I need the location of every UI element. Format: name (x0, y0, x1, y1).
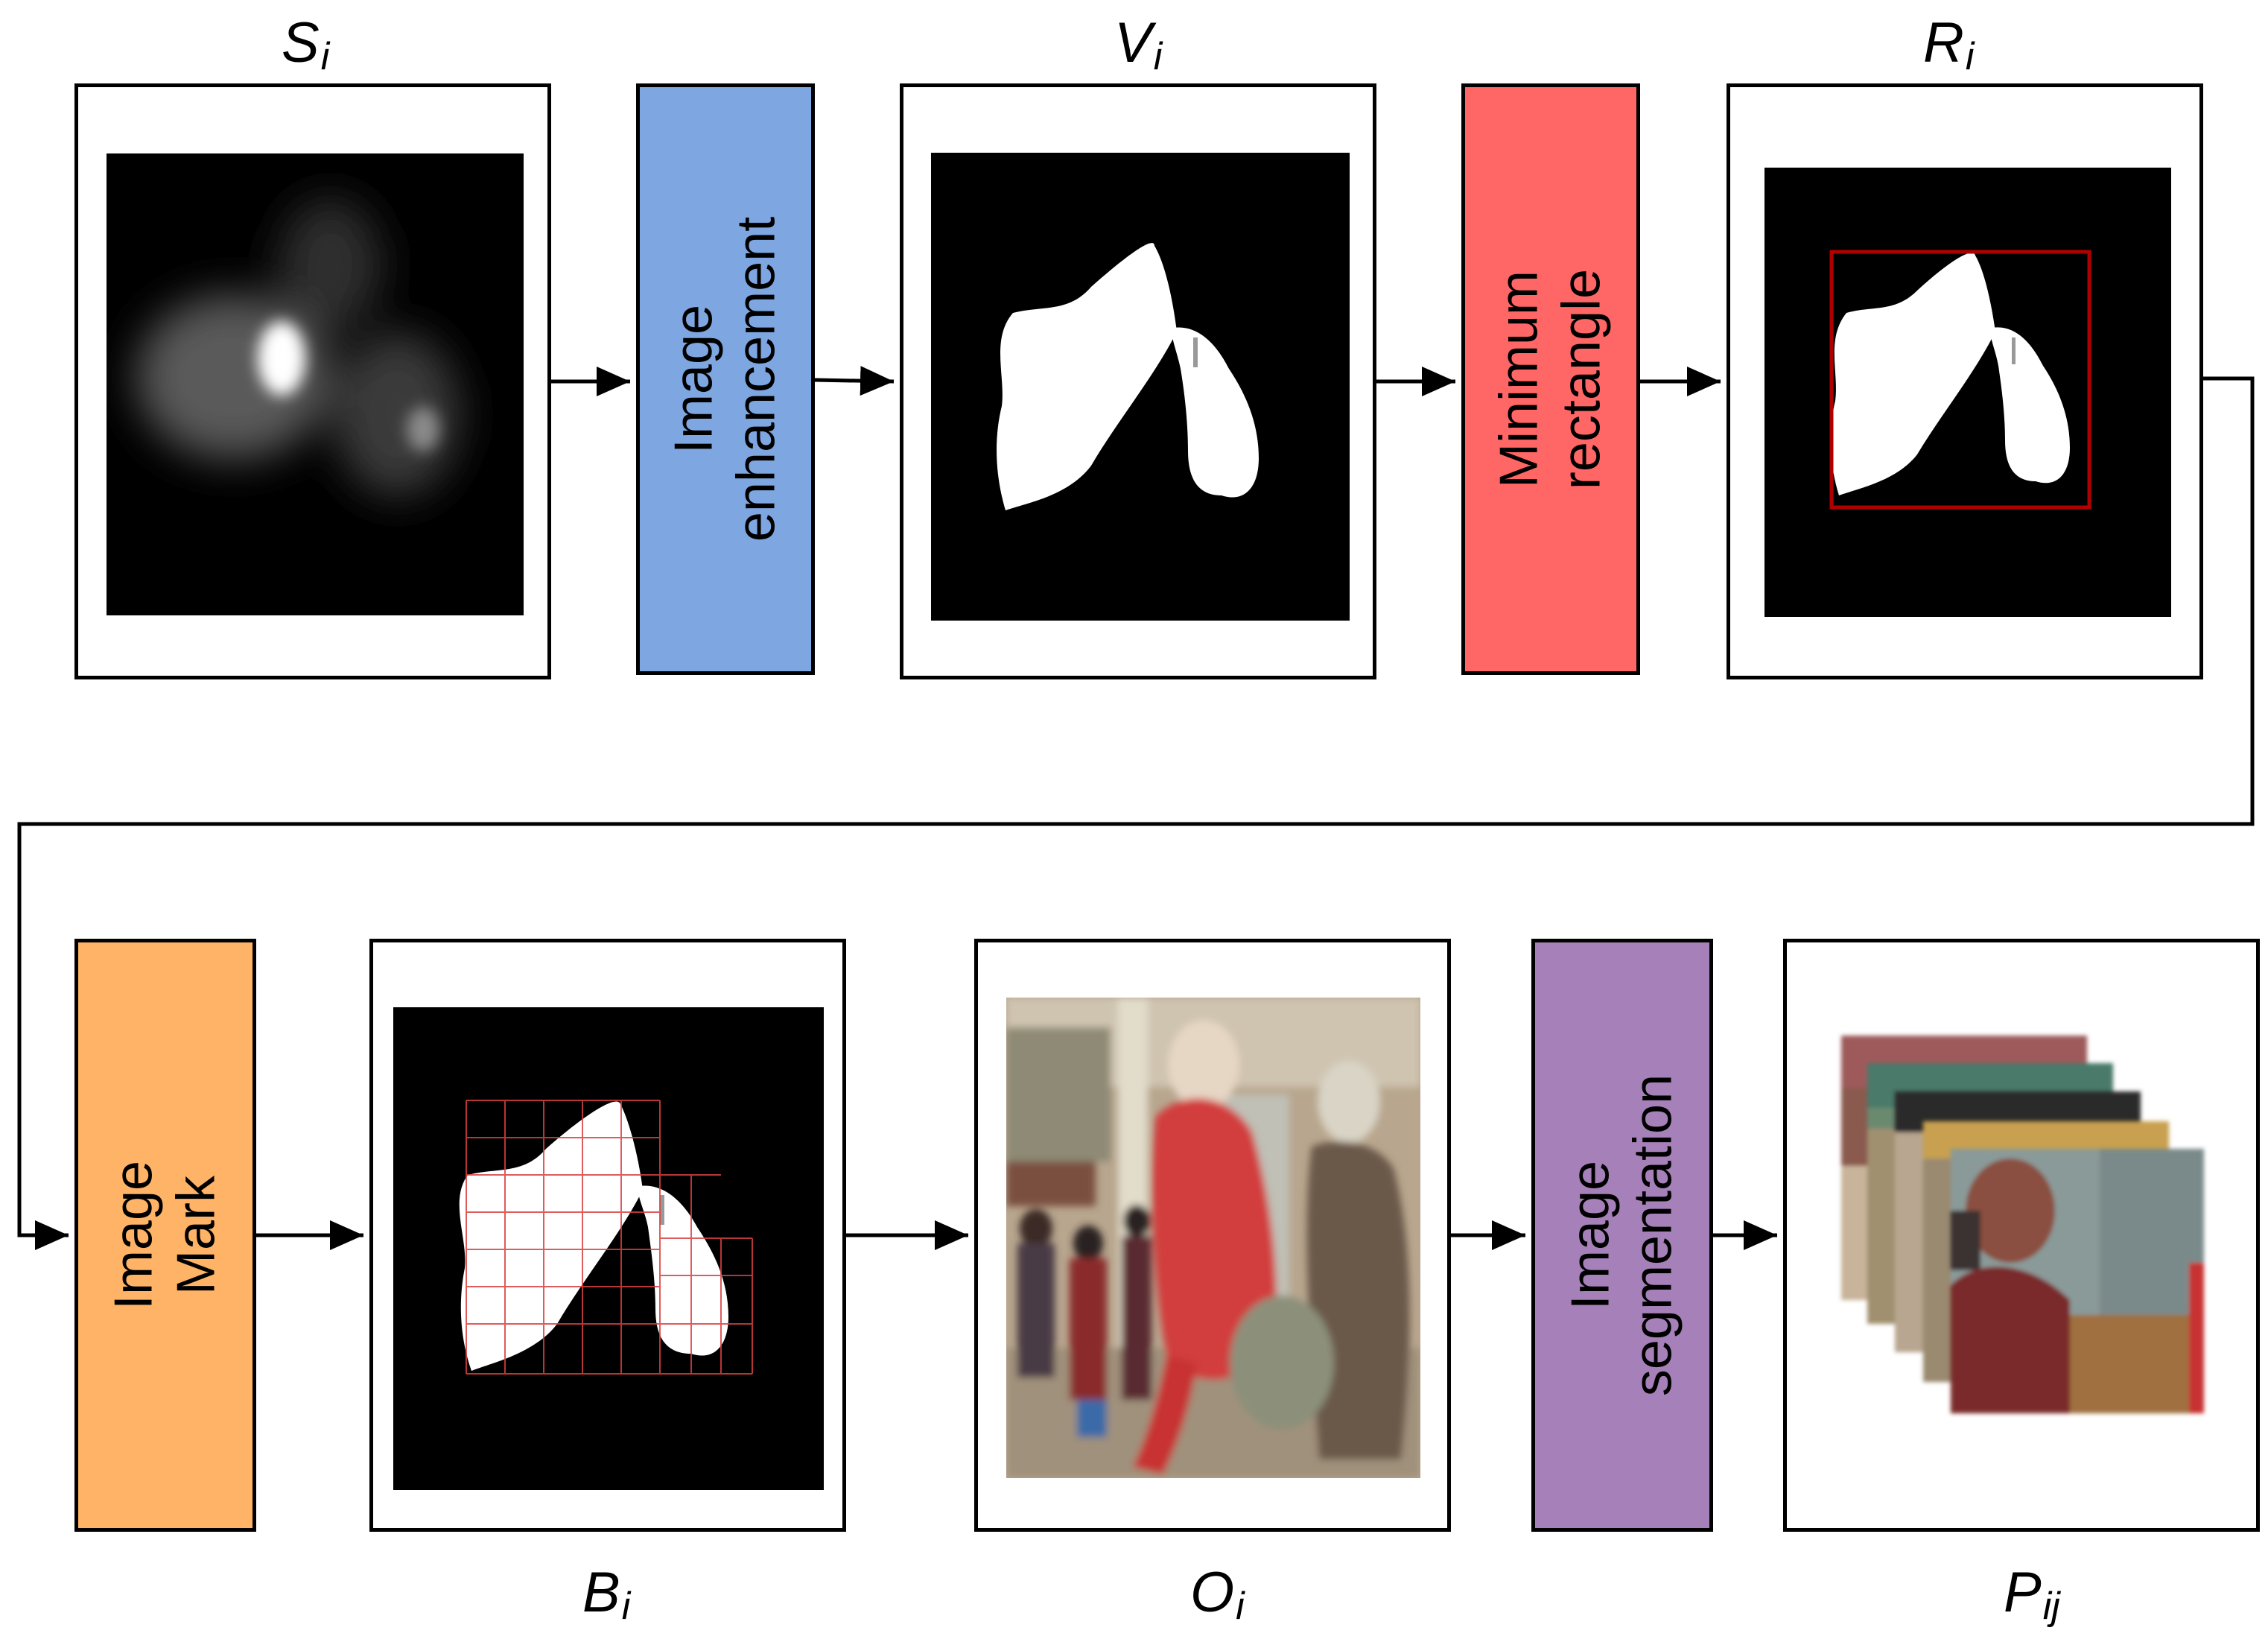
crowd-body-1 (1017, 1243, 1055, 1378)
label-p-sub: ij (2042, 1585, 2060, 1628)
min-rect-bounding-box (1829, 250, 2091, 510)
marked-mask-frame (369, 939, 846, 1532)
label-b-var: B (582, 1561, 620, 1624)
label-b-sub: i (621, 1585, 631, 1628)
min-rect-blob-main (1830, 253, 1995, 495)
marked-blob-secondary (638, 1185, 728, 1356)
crowd-head-2 (1073, 1226, 1103, 1261)
label-r-var: R (1923, 11, 1964, 75)
person-red-head (1168, 1020, 1239, 1109)
mask-seam (1193, 337, 1198, 367)
scene-sign (1006, 1161, 1096, 1206)
crowd-blue-bag (1077, 1400, 1107, 1437)
process-image-mark: Image Mark (74, 939, 256, 1532)
segmented-patches-frame (1783, 939, 2260, 1532)
min-rect-image (1764, 168, 2171, 617)
original-image (1006, 998, 1420, 1478)
person-grey-body (1306, 1141, 1410, 1459)
person-red-arm (1133, 1355, 1196, 1474)
label-p-var: P (2004, 1561, 2042, 1624)
label-p: Pij (2004, 1565, 2060, 1626)
scene-window-left (1006, 1027, 1111, 1161)
patch-5 (1951, 1149, 2204, 1413)
person-grey-head (1318, 1061, 1380, 1143)
mask-blob-main (997, 243, 1177, 510)
label-r-sub: i (1965, 35, 1975, 78)
label-s-var: S (282, 11, 320, 75)
min-rect-seam (2012, 337, 2016, 364)
mark-grid (466, 1100, 753, 1375)
saliency-hotspot (258, 321, 305, 396)
label-o: Oi (1190, 1565, 1245, 1626)
label-s-sub: i (320, 35, 330, 78)
original-image-frame (974, 939, 1451, 1532)
mask-blob-secondary (1172, 327, 1259, 498)
saliency-map-frame (74, 83, 551, 679)
marked-seam (660, 1195, 664, 1225)
person-red-body (1152, 1098, 1277, 1380)
saliency-map-image (107, 153, 524, 615)
label-r: Ri (1923, 15, 1975, 78)
crowd-body-3 (1122, 1236, 1152, 1400)
label-v-sub: i (1153, 35, 1163, 78)
min-rect-blob-secondary (1990, 327, 2070, 484)
label-s: Si (282, 15, 330, 78)
label-o-sub: i (1236, 1585, 1245, 1628)
crowd-body-2 (1070, 1258, 1107, 1400)
label-b: Bi (582, 1565, 630, 1626)
arrow-r-to-mark-connector (17, 376, 2255, 1250)
saliency-glow-right (334, 332, 460, 496)
arrow-enhancement-to-v (814, 366, 895, 396)
marked-mask-image (393, 1007, 824, 1490)
enhanced-mask-frame (900, 83, 1376, 679)
process-image-enhancement: Image enhancement (636, 83, 815, 675)
process-minimum-rectangle: Minimum rectangle (1461, 83, 1640, 675)
saliency-hotspot-secondary (407, 407, 439, 451)
segmented-patches-image (1841, 1036, 2204, 1413)
crowd-head-3 (1123, 1205, 1150, 1237)
process-image-segmentation: Image segmentation (1531, 939, 1713, 1532)
min-rect-frame (1727, 83, 2203, 679)
label-v-var: V (1114, 11, 1152, 75)
saliency-glow-top (278, 198, 382, 332)
scene-bag (1230, 1296, 1334, 1430)
label-v: Vi (1114, 15, 1163, 78)
enhanced-mask-image (931, 153, 1350, 621)
crowd-head-1 (1020, 1209, 1052, 1248)
label-o-var: O (1190, 1561, 1235, 1624)
